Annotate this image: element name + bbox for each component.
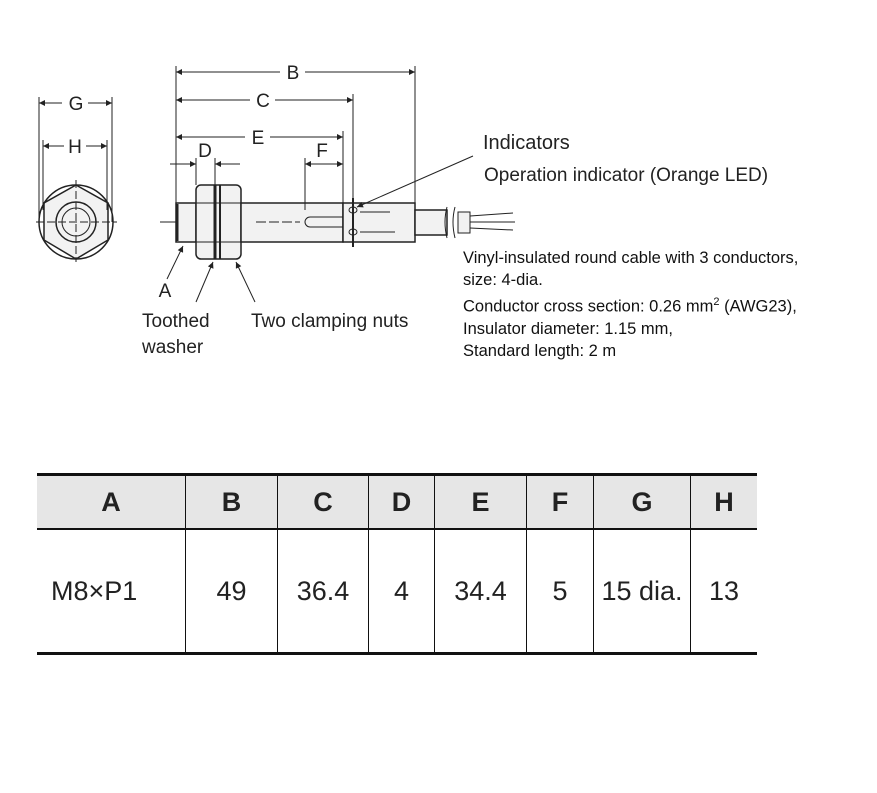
cell-e: 34.4	[434, 529, 527, 654]
table-header-row: A B C D E F G H	[37, 474, 757, 530]
header-e: E	[434, 474, 527, 530]
cable-note-line3-suffix: (AWG23),	[719, 297, 797, 316]
cell-c: 36.4	[277, 529, 369, 654]
cable-note-line3: Conductor cross section: 0.26 mm2 (AWG23…	[463, 291, 798, 318]
end-view	[36, 97, 117, 262]
washer-label-line2: washer	[141, 337, 204, 358]
cell-b: 49	[185, 529, 278, 654]
cable-note-line4: Insulator diameter: 1.15 mm,	[463, 319, 674, 338]
cell-g: 15 dia.	[593, 529, 691, 654]
cable-note-superscript: 2	[713, 296, 720, 308]
cell-a: M8×P1	[51, 575, 138, 606]
header-a: A	[37, 474, 186, 530]
dim-label-c: C	[256, 91, 270, 112]
header-h: H	[690, 474, 757, 530]
dim-label-d: D	[198, 141, 212, 162]
sensor-drawing: B C E D F G H A Toothed washer Two clamp…	[36, 63, 768, 358]
cable-note-line5: Standard length: 2 m	[463, 341, 617, 360]
cell-f: 5	[526, 529, 594, 654]
indicators-label: Indicators	[483, 132, 570, 154]
dim-label-h: H	[68, 137, 82, 158]
dim-label-b: B	[287, 63, 300, 84]
nuts-label: Two clamping nuts	[251, 311, 408, 332]
dim-label-g: G	[69, 94, 84, 115]
cable-note-line1: Vinyl-insulated round cable with 3 condu…	[463, 249, 799, 267]
header-b: B	[185, 474, 278, 530]
cable-note: Vinyl-insulated round cable with 3 condu…	[463, 247, 798, 362]
header-c: C	[277, 474, 369, 530]
header-d: D	[368, 474, 435, 530]
washer-label-line1: Toothed	[142, 311, 210, 332]
header-f: F	[526, 474, 594, 530]
header-g: G	[593, 474, 691, 530]
thread-label: A	[159, 281, 172, 302]
sensor-body	[160, 184, 515, 260]
dimensions-table: A B C D E F G H M8×P1 49 36.4 4 34.4 5 1…	[37, 473, 757, 655]
table-row: M8×P1 49 36.4 4 34.4 5 15 dia. 13	[37, 529, 757, 654]
operation-indicator-label: Operation indicator (Orange LED)	[484, 165, 768, 186]
dim-label-f: F	[316, 141, 328, 162]
dim-label-e: E	[252, 128, 265, 149]
cable-note-line3-text: Conductor cross section: 0.26 mm	[463, 297, 714, 316]
cable-note-line2: size: 4-dia.	[463, 271, 543, 289]
cell-h: 13	[690, 529, 757, 654]
cell-d: 4	[368, 529, 435, 654]
